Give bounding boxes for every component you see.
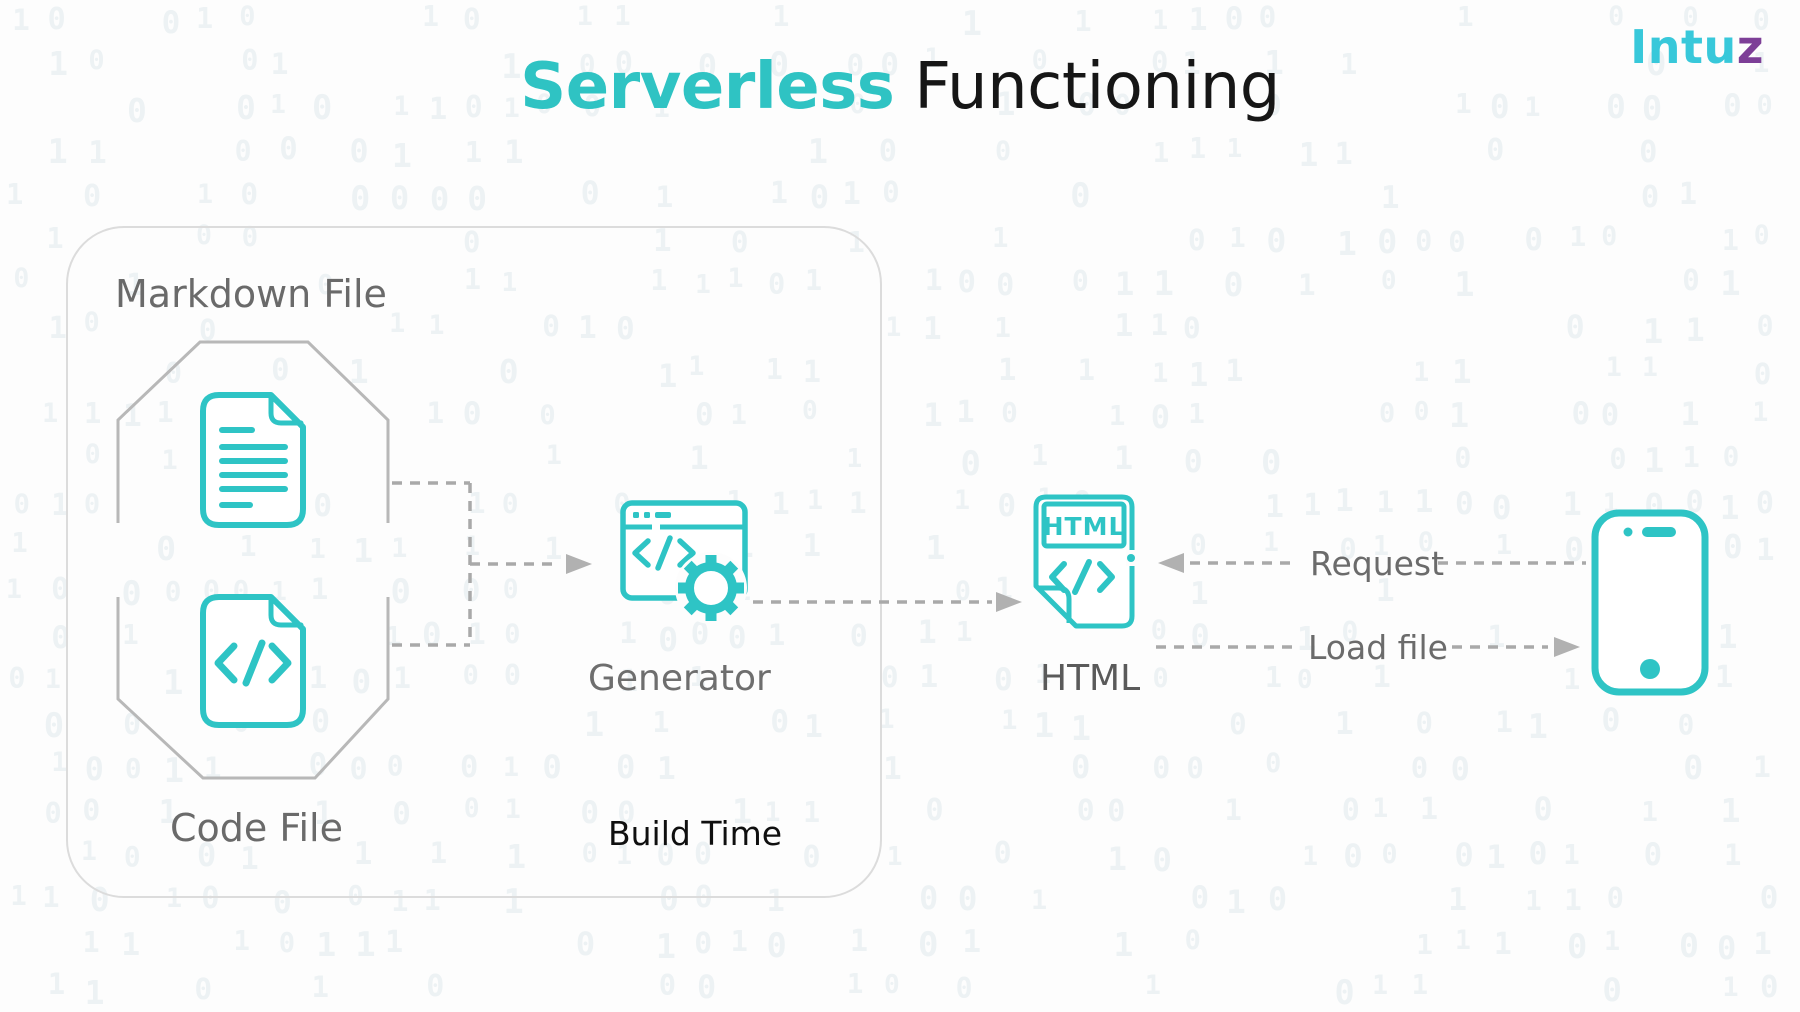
markdown-document-icon [200, 392, 306, 528]
html-file-icon: HTML [1033, 494, 1138, 629]
logo-accent-z: z [1736, 20, 1764, 74]
generator-browser-gear-icon [620, 500, 748, 624]
title-highlight: Serverless [520, 50, 895, 124]
logo-prefix: Intu [1630, 20, 1737, 74]
page-title: Serverless Functioning [0, 50, 1800, 124]
binary-digit: 1 [84, 972, 105, 1012]
binary-digit: 0 [1334, 972, 1355, 1012]
request-label: Request [1310, 544, 1445, 583]
code-file-label: Code File [170, 806, 343, 850]
octagon-frame [116, 340, 390, 780]
diagram-canvas: HTML [116, 340, 1709, 780]
generator-output-arrow [753, 592, 1022, 612]
file-merge-connector [392, 481, 472, 647]
build-time-label: Build Time [608, 814, 783, 853]
build-arrow [470, 554, 592, 574]
code-file-icon [200, 594, 306, 728]
request-arrow [1158, 553, 1586, 573]
load-file-label: Load file [1308, 628, 1448, 667]
html-icon-text: HTML [1043, 512, 1126, 541]
smartphone-icon [1591, 509, 1709, 696]
title-rest: Functioning [894, 50, 1280, 124]
generator-label: Generator [588, 658, 771, 699]
intuz-logo: Intuz [1630, 20, 1764, 74]
html-label: HTML [1040, 658, 1141, 699]
markdown-file-label: Markdown File [115, 272, 387, 316]
load-file-arrow [1156, 637, 1580, 657]
build-time-container [66, 226, 882, 898]
